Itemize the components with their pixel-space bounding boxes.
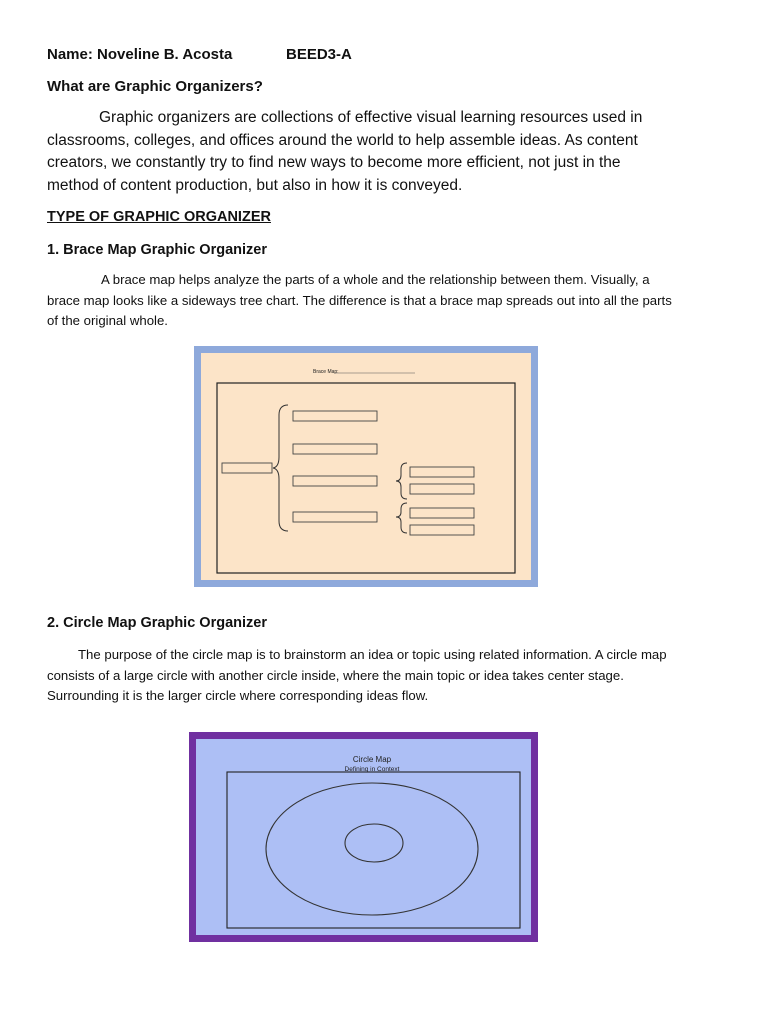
- circle-line: Surrounding it is the larger circle wher…: [47, 688, 429, 703]
- diagram-border: [216, 382, 516, 574]
- frame-of-reference-box: [226, 771, 521, 929]
- part-box: [292, 410, 378, 422]
- student-section: BEED3-A: [286, 46, 352, 63]
- circle-heading: 2. Circle Map Graphic Organizer: [47, 615, 267, 631]
- intro-line: classrooms, colleges, and offices around…: [47, 131, 638, 149]
- intro-line: Graphic organizers are collections of ef…: [99, 109, 643, 126]
- main-brace: [272, 404, 289, 532]
- brace-map-title: Brace Map:: [313, 369, 339, 375]
- brace-line: brace map looks like a sideways tree cha…: [47, 292, 672, 308]
- brace-map-diagram: Brace Map:: [216, 369, 516, 574]
- brace-map-figure: Brace Map:: [194, 346, 538, 587]
- inner-circle: [344, 823, 404, 863]
- brace-map-background: [201, 353, 531, 580]
- intro-line: method of content production, but also i…: [47, 176, 463, 194]
- subpart-box: [409, 507, 475, 519]
- sub-brace: [395, 502, 408, 534]
- circle-map-diagram: Circle Map Defining in Context: [226, 755, 521, 929]
- circle-map-title: Circle Map: [353, 755, 392, 764]
- intro-paragraph: Graphic organizers are collections of ef…: [47, 107, 747, 197]
- circle-line: The purpose of the circle map is to brai…: [78, 647, 667, 662]
- subpart-box: [409, 466, 475, 478]
- intro-question: What are Graphic Organizers?: [47, 78, 263, 95]
- outer-circle: [265, 782, 479, 916]
- whole-box: [221, 462, 273, 474]
- part-box: [292, 511, 378, 523]
- brace-line: A brace map helps analyze the parts of a…: [101, 272, 650, 287]
- sub-brace: [395, 462, 408, 500]
- intro-line: creators, we constantly try to find new …: [47, 154, 621, 171]
- brace-line: of the original whole.: [47, 313, 168, 328]
- brace-heading: 1. Brace Map Graphic Organizer: [47, 242, 267, 258]
- subpart-box: [409, 483, 475, 495]
- circle-map-subtitle: Defining in Context: [345, 766, 400, 773]
- part-box: [292, 443, 378, 455]
- circle-map-figure: Circle Map Defining in Context: [189, 732, 538, 942]
- brace-paragraph: A brace map helps analyze the parts of a…: [47, 270, 747, 332]
- part-box: [292, 475, 378, 487]
- student-name: Name: Noveline B. Acosta: [47, 46, 233, 63]
- subpart-box: [409, 524, 475, 536]
- circle-line: consists of a large circle with another …: [47, 667, 624, 683]
- circle-paragraph: The purpose of the circle map is to brai…: [47, 645, 747, 707]
- types-heading: TYPE OF GRAPHIC ORGANIZER: [47, 209, 271, 225]
